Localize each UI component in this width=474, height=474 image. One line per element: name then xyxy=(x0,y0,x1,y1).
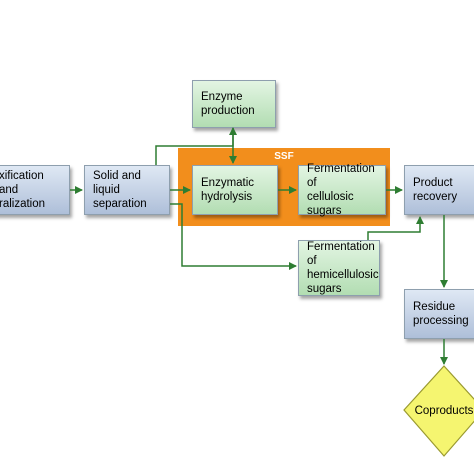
fermentation-cellulosic-box: Fermentation of cellulosic sugars xyxy=(298,163,386,217)
coproducts-label: Coproducts xyxy=(414,405,474,417)
detoxification-neutralization-label: xification and ralization xyxy=(0,170,46,210)
arrow-separation-to-enzyme-production xyxy=(155,127,237,165)
residue-processing-label: Residue processing xyxy=(413,301,469,327)
detoxification-neutralization-box: xification and ralization xyxy=(0,165,70,215)
enzyme-production-label: Enzyme production xyxy=(201,91,255,117)
fermentation-cellulosic-label: Fermentation of cellulosic sugars xyxy=(307,163,375,217)
coproducts-diamond xyxy=(403,365,474,457)
solid-liquid-separation-label: Solid and liquid separation xyxy=(93,170,147,210)
enzyme-production-box: Enzyme production xyxy=(192,80,276,128)
product-recovery-box: Product recovery xyxy=(404,165,474,215)
fermentation-hemicellulosic-label: Fermentation of hemicellulosic sugars xyxy=(307,241,379,295)
ssf-label: SSF xyxy=(274,151,294,162)
arrow-hemicellulosic-to-recovery xyxy=(367,216,424,240)
solid-liquid-separation-box: Solid and liquid separation xyxy=(84,165,170,215)
enzymatic-hydrolysis-label: Enzymatic hydrolysis xyxy=(201,177,255,203)
residue-processing-box: Residue processing xyxy=(404,289,474,339)
product-recovery-label: Product recovery xyxy=(413,177,458,203)
enzymatic-hydrolysis-box: Enzymatic hydrolysis xyxy=(192,165,278,215)
arrow-separation-to-hemicellulosic xyxy=(170,203,297,270)
fermentation-hemicellulosic-box: Fermentation of hemicellulosic sugars xyxy=(298,240,380,296)
